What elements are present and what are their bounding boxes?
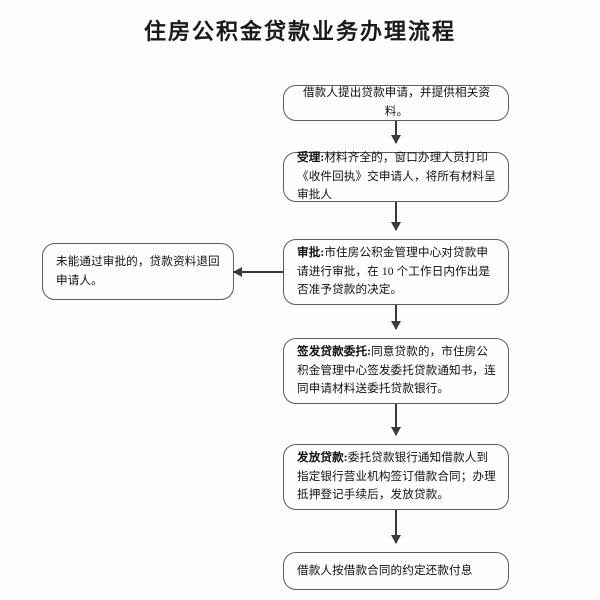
connector-apply-to-accept: [390, 121, 401, 144]
arrow-head-left-icon: [233, 266, 242, 277]
flow-node-approve: 审批:市住房公积金管理中心对贷款申请进行审批，在 10 个工作日内作出是否准予贷…: [283, 239, 509, 305]
flow-node-disburse-text: 发放贷款:委托贷款银行通知借款人到指定银行营业机构签订借款合同；办理抵押登记手续…: [297, 449, 496, 505]
flow-node-approve-body: 市住房公积金管理中心对贷款申请进行审批，在 10 个工作日内作出是否准予贷款的决…: [297, 245, 491, 297]
flow-node-apply-text: 借款人提出贷款申请，并提供相关资料。: [302, 86, 491, 118]
arrow-head-down-icon: [390, 222, 401, 231]
flow-node-issue-entrust-body: 同意贷款的，市住房公积金管理中心签发委托贷款通知书，连同申请材料送委托贷款银行。: [297, 344, 496, 396]
arrow-head-down-icon: [390, 321, 401, 330]
flow-node-apply: 借款人提出贷款申请，并提供相关资料。: [283, 85, 509, 121]
flow-node-issue-entrust-text: 签发贷款委托:同意贷款的，市住房公积金管理中心签发委托贷款通知书，连同申请材料送…: [297, 343, 496, 399]
connector-approve-to-issue: [390, 305, 401, 330]
flow-node-accept: 受理:材料齐全的，窗口办理人员打印《收件回执》交申请人，将所有材料呈审批人: [283, 149, 509, 205]
flow-node-repay-text: 借款人按借款合同的约定还款付息: [297, 563, 473, 577]
flow-node-accept-text: 受理:材料齐全的，窗口办理人员打印《收件回执》交申请人，将所有材料呈审批人: [297, 149, 496, 205]
flow-node-approve-text: 审批:市住房公积金管理中心对贷款申请进行审批，在 10 个工作日内作出是否准予贷…: [297, 244, 496, 300]
flow-node-disburse-body: 委托贷款银行通知借款人到指定银行营业机构签订借款合同；办理抵押登记手续后，发放贷…: [297, 450, 496, 502]
flow-node-repay: 借款人按借款合同的约定还款付息: [283, 552, 509, 590]
flow-node-approve-heading: 审批:: [297, 245, 325, 259]
flow-node-rejected: 未能通过审批的，贷款资料退回申请人。: [42, 243, 234, 300]
flow-node-rejected-text: 未能通过审批的，贷款资料退回申请人。: [56, 254, 220, 287]
connector-accept-to-approve: [390, 202, 401, 231]
page-title: 住房公积金贷款业务办理流程: [143, 19, 456, 44]
arrow-head-down-icon: [390, 535, 401, 544]
flow-node-disburse: 发放贷款:委托贷款银行通知借款人到指定银行营业机构签订借款合同；办理抵押登记手续…: [283, 444, 509, 510]
connector-disburse-to-repay: [390, 510, 401, 544]
flow-node-disburse-heading: 发放贷款:: [297, 450, 348, 464]
connector-approve-to-rejected: [233, 266, 283, 277]
arrow-head-down-icon: [390, 427, 401, 436]
flow-node-accept-heading: 受理:: [297, 150, 325, 164]
flow-node-accept-body: 材料齐全的，窗口办理人员打印《收件回执》交申请人，将所有材料呈审批人: [297, 150, 496, 202]
flow-node-issue-entrust-heading: 签发贷款委托:: [297, 344, 372, 358]
connector-issue-to-disburse: [390, 404, 401, 436]
arrow-head-down-icon: [390, 135, 401, 144]
flow-node-issue-entrust: 签发贷款委托:同意贷款的，市住房公积金管理中心签发委托贷款通知书，连同申请材料送…: [283, 338, 509, 404]
